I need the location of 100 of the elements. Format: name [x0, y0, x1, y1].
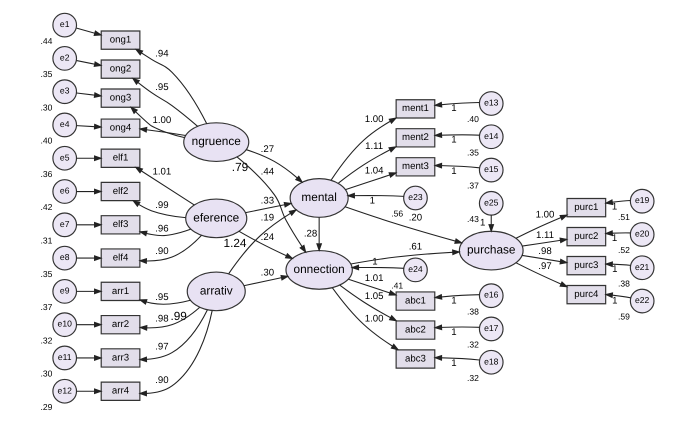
node-circle: e18	[478, 349, 504, 374]
edge-label: .96	[154, 222, 168, 234]
edge-label: .94	[154, 48, 168, 59]
arrow	[246, 148, 303, 183]
arrow	[236, 156, 306, 253]
node-circle: e7	[52, 212, 77, 237]
arrow	[134, 166, 194, 205]
arrow	[138, 234, 202, 264]
arrow	[134, 48, 207, 124]
arrow	[432, 101, 479, 108]
node-circle: e10	[52, 312, 77, 337]
arrow	[245, 201, 292, 213]
node-box: ong1	[100, 30, 140, 50]
edge-label: 1	[450, 326, 456, 338]
edge-label: .24	[260, 232, 274, 243]
node-circle: e3	[52, 78, 77, 104]
edge-label: .20	[408, 212, 422, 224]
arrow	[76, 27, 102, 36]
node-label: .38	[617, 278, 630, 288]
node-circle: e4	[52, 112, 77, 137]
node-box: elf2	[100, 181, 140, 201]
node-box: purc4	[566, 284, 606, 304]
node-ellipse: purchase	[458, 230, 524, 270]
edge-label: .95	[154, 81, 168, 92]
arrow	[138, 228, 190, 236]
node-ellipse: eference	[184, 198, 247, 238]
node-circle: e11	[52, 345, 77, 370]
arrow	[432, 354, 479, 360]
arrow	[228, 208, 297, 274]
node-box: ong4	[100, 118, 140, 138]
edge-label: 1.11	[364, 140, 383, 152]
node-circle: e17	[478, 316, 504, 341]
node-label: .41	[390, 280, 403, 290]
node-circle: e15	[478, 157, 504, 182]
arrow	[432, 132, 479, 138]
arrow	[76, 60, 102, 67]
arrow	[76, 354, 102, 360]
node-label: .37	[466, 180, 478, 190]
arrow	[316, 217, 322, 252]
arrow	[488, 214, 494, 232]
edge-label: .90	[154, 374, 168, 386]
arrow	[138, 306, 200, 330]
arrow	[131, 199, 185, 218]
arrow	[238, 230, 294, 259]
node-box: elf1	[100, 148, 140, 168]
arrow	[522, 236, 568, 246]
edge-label: 1.01	[364, 272, 384, 284]
node-label: .51	[617, 211, 630, 222]
arrow	[76, 254, 102, 261]
node-box: elf3	[100, 214, 140, 234]
edge-label: 1	[611, 200, 617, 212]
node-box: purc2	[566, 226, 606, 246]
node-label: .59	[617, 311, 630, 322]
edge-label: 1.04	[364, 164, 384, 176]
edge-label: .30	[260, 266, 274, 278]
arrow	[339, 284, 398, 322]
node-label: .99	[170, 308, 186, 323]
edge-label: .61	[408, 241, 422, 252]
node-circle: e8	[52, 245, 77, 270]
node-label: 1.24	[223, 236, 246, 250]
node-circle: e9	[52, 278, 77, 304]
arrow	[76, 221, 102, 228]
arrow	[604, 292, 630, 298]
arrow	[432, 162, 479, 168]
node-circle: e16	[478, 282, 504, 308]
node-label: .44	[40, 35, 52, 46]
arrow	[432, 293, 479, 300]
node-label: .52	[617, 244, 630, 255]
arrow	[344, 172, 397, 190]
node-box: arr2	[100, 314, 140, 334]
node-box: ong2	[100, 58, 140, 78]
node-label: .32	[466, 339, 478, 350]
arrow	[244, 274, 289, 286]
edge-label: .90	[154, 246, 168, 257]
node-circle: e5	[52, 145, 77, 170]
node-circle: e25	[478, 190, 504, 216]
arrow	[604, 260, 630, 267]
node-label: .43	[466, 214, 478, 224]
node-label: .38	[466, 306, 478, 316]
arrow	[604, 198, 630, 205]
edge-label: 1.00	[535, 209, 554, 220]
node-ellipse: ngruence	[182, 122, 249, 162]
arrow	[76, 388, 102, 394]
arrow	[138, 309, 208, 362]
arrow	[350, 248, 460, 264]
node-label: .35	[466, 146, 478, 157]
edge-label: .99	[154, 199, 168, 210]
edge-label: 1.00	[364, 313, 384, 324]
node-box: abc2	[395, 320, 435, 340]
node-box: abc3	[395, 348, 435, 368]
edge-label: 1.01	[152, 166, 171, 178]
edge-label: .97	[154, 341, 168, 352]
node-circle: e2	[52, 45, 77, 70]
node-circle: e1	[52, 12, 77, 37]
edge-label: 1	[612, 295, 617, 306]
arrow	[432, 324, 479, 330]
arrow	[346, 192, 404, 198]
edge-label: 1	[369, 194, 374, 206]
edge-label: 1	[612, 264, 617, 275]
node-label: .30	[40, 102, 52, 112]
